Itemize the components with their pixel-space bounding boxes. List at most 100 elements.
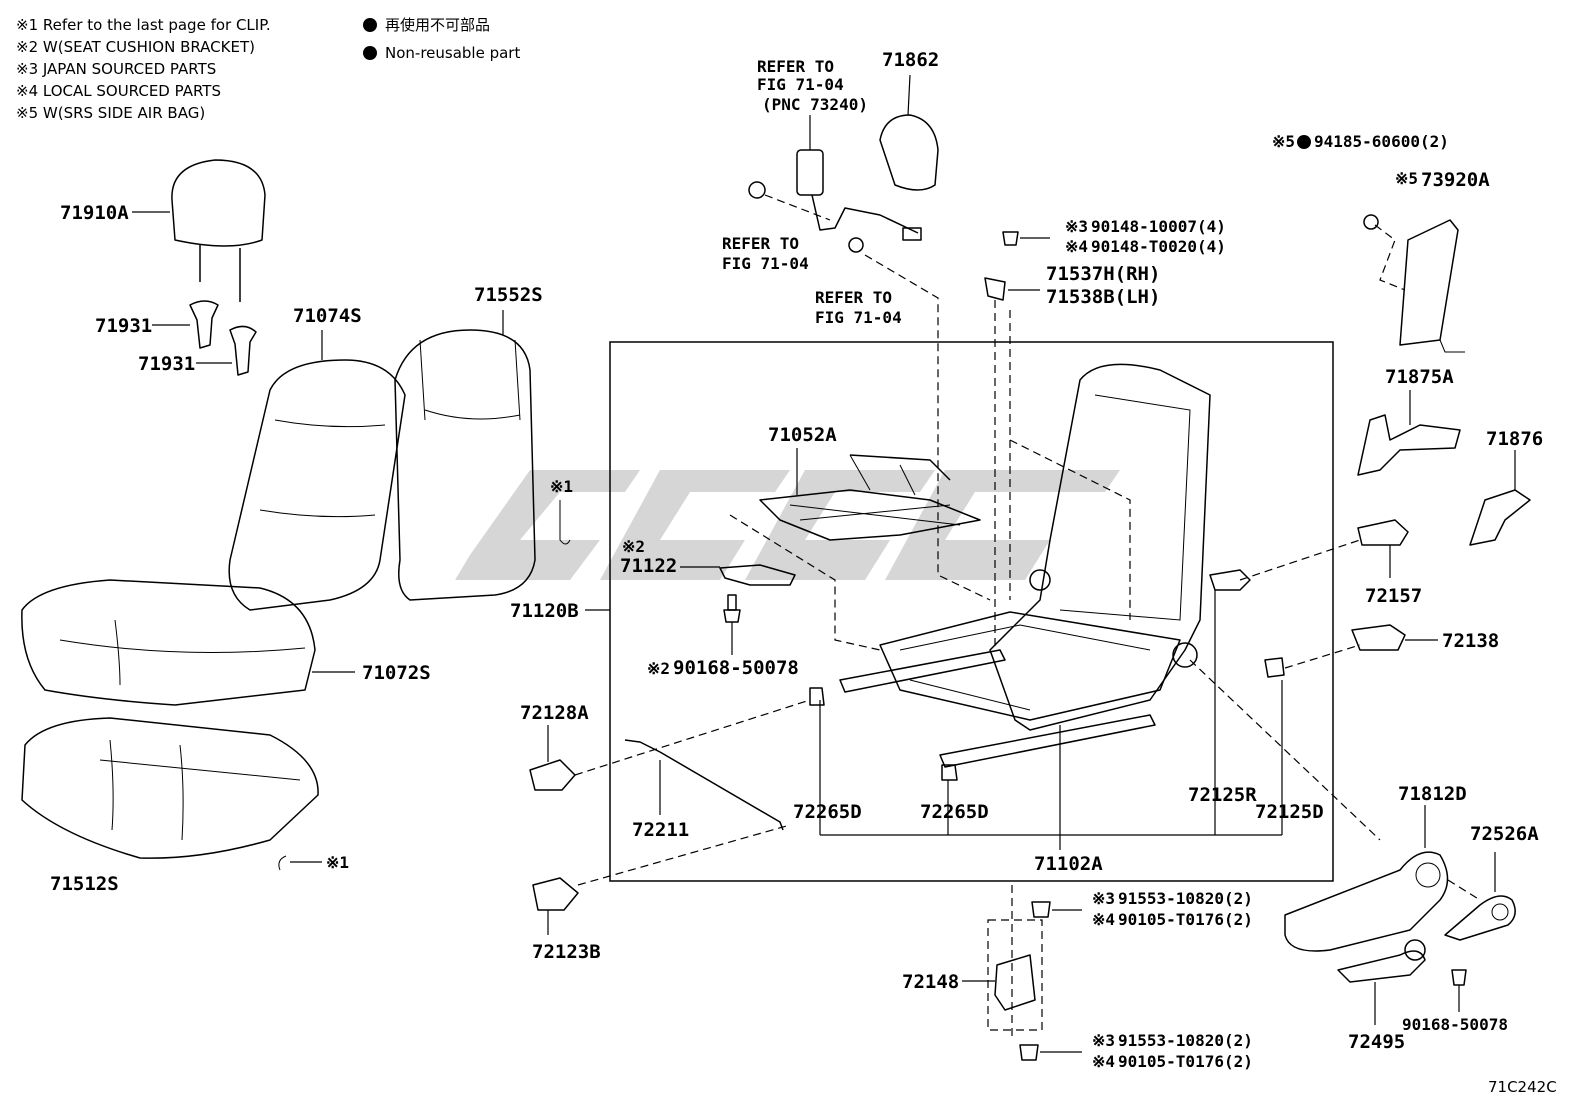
notes-block: ※1 Refer to the last page for CLIP. ※2 W… [16,16,271,122]
clip-72125R [1209,569,1251,591]
note-3: ※3 JAPAN SOURCED PARTS [16,60,216,78]
note-2: ※2 W(SEAT CUSHION BRACKET) [16,38,255,56]
legend-en: Non-reusable part [385,44,520,62]
label-71931-a: 71931 [95,315,152,337]
ref1-line2: FIG 71-04 [757,75,844,94]
mark-4c: ※4 [1092,1052,1115,1071]
cover-72128A: 72128A [520,702,589,791]
label-73920A: 73920A [1421,169,1490,191]
label-71537H: 71537H(RH) [1046,263,1160,285]
seatback-pad-71552S: 71552S ※1 [394,284,573,601]
note-5: ※5 W(SRS SIDE AIR BAG) [16,104,205,122]
rod-72211: 72211 [624,739,784,841]
legend: 再使用不可部品 Non-reusable part [363,16,520,62]
label-90168-b: 90168-50078 [1402,1015,1508,1034]
watermark-logo [455,470,1120,580]
refer-to-blocks: REFER TO FIG 71-04 (PNC 73240) REFER TO … [722,57,902,327]
bolt-top-3: 90148-10007(4) [1091,217,1226,236]
label-71072S: 71072S [362,662,431,684]
label-72128A: 72128A [520,702,589,724]
mark-2b: ※2 [647,659,670,678]
label-71812D: 71812D [1398,783,1467,805]
bracket-71875A: 71875A [1357,366,1461,476]
label-72138: 72138 [1442,630,1499,652]
bolt-bot-3: 91553-10820(2) [1118,1031,1253,1050]
cover-72495: 72495 90168-50078 [1337,939,1508,1053]
label-71102A: 71102A [1034,853,1103,875]
label-71122: 71122 [620,555,677,577]
label-72526A: 72526A [1470,823,1539,845]
cover-72157: 72157 [1357,519,1422,607]
non-reusable-dot-icon [363,18,377,32]
clip-72265D-b [941,764,958,781]
bracket-71876: 71876 [1469,428,1543,546]
bolt-bot-4: 90105-T0176(2) [1118,1052,1253,1071]
label-71538B: 71538B(LH) [1046,286,1160,308]
label-71052A: 71052A [768,424,837,446]
label-72157: 72157 [1365,585,1422,607]
label-71862: 71862 [882,49,939,71]
bolt-mid-4: 90105-T0176(2) [1118,910,1253,929]
label-90168-a: 90168-50078 [673,657,799,679]
shield-71812D: 71812D [1284,783,1467,952]
label-71875A: 71875A [1385,366,1454,388]
label-72265D-a: 72265D [793,801,862,823]
mark-clip-1b: ※1 [326,853,349,872]
label-72125R: 72125R [1188,784,1257,806]
label-72123B: 72123B [532,941,601,963]
label-72148: 72148 [902,971,959,993]
label-72211: 72211 [632,819,689,841]
ref3-line2: FIG 71-04 [815,308,902,327]
mark-4a: ※4 [1065,237,1088,256]
label-71876: 71876 [1486,428,1543,450]
assembly-box [609,341,1334,882]
label-71074S: 71074S [293,305,362,327]
mark-3a: ※3 [1065,217,1088,236]
ref1-line1: REFER TO [757,57,834,76]
seatback-cover-71074S: 71074S [228,305,406,611]
label-71512S: 71512S [50,873,119,895]
ref2-line1: REFER TO [722,234,799,253]
mark-5b: ※5 [1395,169,1418,188]
clip-72265D-a [809,687,825,706]
ref2-line2: FIG 71-04 [722,254,809,273]
non-reusable-dot-icon [1297,135,1311,149]
label-72125D: 72125D [1255,801,1324,823]
bracket-72148: 72148 ※3 91553-10820(2) ※4 90105-T0176(2… [902,889,1253,1071]
mark-3c: ※3 [1092,1031,1115,1050]
cushion-cover-71072S: 71072S [21,579,431,706]
label-94185: 94185-60600(2) [1314,132,1449,151]
label-71120B: 71120B [510,600,579,622]
bolt-mid-3: 91553-10820(2) [1118,889,1253,908]
dashed-guides [574,194,1481,1040]
headrest-support-71931: 71931 71931 [95,300,257,376]
figure-code: 71C242C [1488,1078,1557,1096]
bolt-top: ※3 90148-10007(4) ※4 90148-T0020(4) 7153… [984,217,1226,308]
label-72495: 72495 [1348,1031,1405,1053]
seat-frame-71102A: 71102A [839,363,1211,875]
seat-belt-buckle [748,115,922,253]
headrest-71910A: 71910A [60,159,266,302]
mark-2: ※2 [622,537,645,556]
ref3-line1: REFER TO [815,288,892,307]
knob-72526A: 72526A [1444,823,1539,941]
legend-jp: 再使用不可部品 [385,16,490,34]
cover-72123B: 72123B [532,877,601,963]
cushion-pad-71512S: ※1 71512S [21,717,349,895]
seat-spring-71052A: 71052A [759,424,981,541]
belt-cover-71862: 71862 [879,49,939,191]
note-4: ※4 LOCAL SOURCED PARTS [16,82,221,100]
label-71910A: 71910A [60,202,129,224]
group-leaders [819,590,1283,836]
note-1: ※1 Refer to the last page for CLIP. [16,16,271,34]
mark-clip-1: ※1 [550,477,573,496]
mark-3b: ※3 [1092,889,1115,908]
side-airbag-73920A: ※5 73920A ※5 94185-60600(2) [1272,132,1490,353]
label-71931-b: 71931 [138,353,195,375]
mark-4b: ※4 [1092,910,1115,929]
clip-72125D [1264,657,1285,678]
ref1-line3: (PNC 73240) [762,95,868,114]
bolt-top-4: 90148-T0020(4) [1091,237,1226,256]
